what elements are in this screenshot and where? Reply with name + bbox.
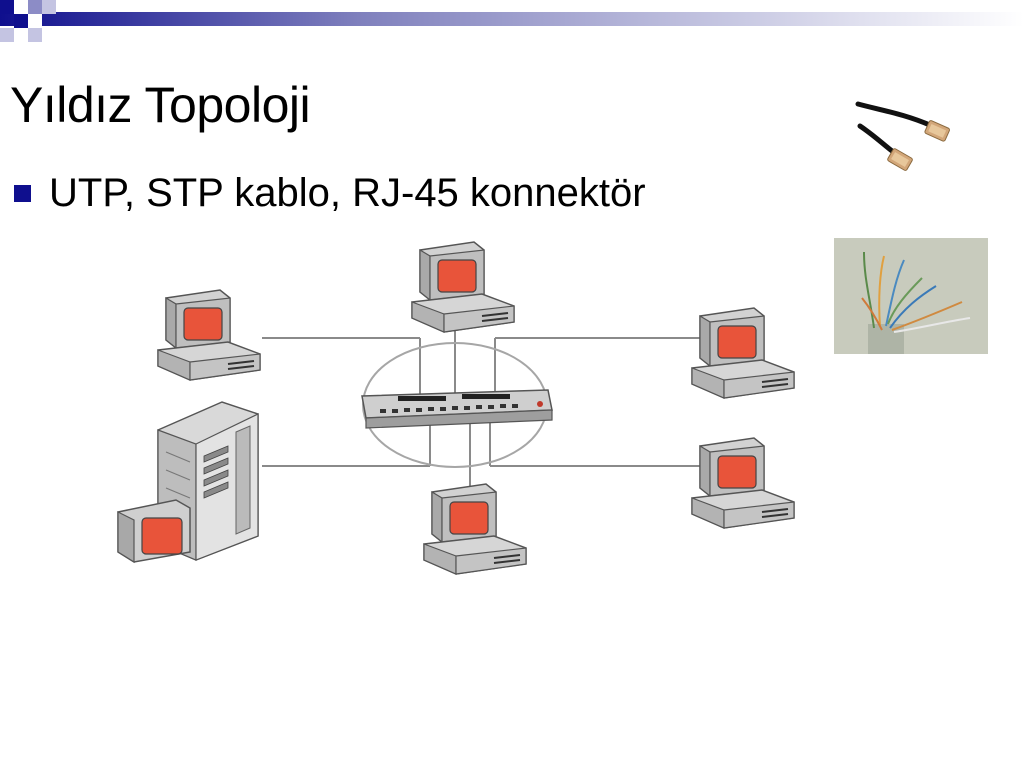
- gradient-bar: [0, 12, 1024, 26]
- rj45-plug-icon: [887, 148, 913, 171]
- desktop-computer-icon: [691, 437, 795, 529]
- checker-square: [28, 0, 42, 14]
- desktop-computer-icon: [423, 483, 527, 575]
- twisted-pair-photo: [834, 238, 988, 354]
- desktop-computer-icon: [691, 307, 795, 399]
- rj45-plug-icon: [924, 120, 950, 142]
- checker-square: [14, 0, 28, 14]
- checker-square: [14, 14, 28, 28]
- checker-square: [0, 28, 14, 42]
- checker-square: [42, 0, 56, 14]
- bullet-square-icon: [14, 184, 31, 202]
- desktop-computer-icon: [157, 289, 261, 381]
- cable-lines: [262, 318, 700, 500]
- network-hub-icon: [361, 389, 553, 429]
- rj45-cable-photo: [855, 101, 950, 171]
- header-decoration-band: [0, 0, 1024, 42]
- server-tower-icon: [117, 401, 259, 564]
- bullet-item: UTP, STP kablo, RJ-45 konnektör: [14, 168, 646, 218]
- checker-square: [42, 28, 56, 42]
- checker-square: [28, 14, 42, 28]
- bullet-text: UTP, STP kablo, RJ-45 konnektör: [49, 170, 646, 215]
- slide-title: Yıldız Topoloji: [10, 77, 311, 133]
- checker-square: [0, 0, 14, 14]
- desktop-computer-icon: [411, 241, 515, 333]
- checker-square: [28, 28, 42, 42]
